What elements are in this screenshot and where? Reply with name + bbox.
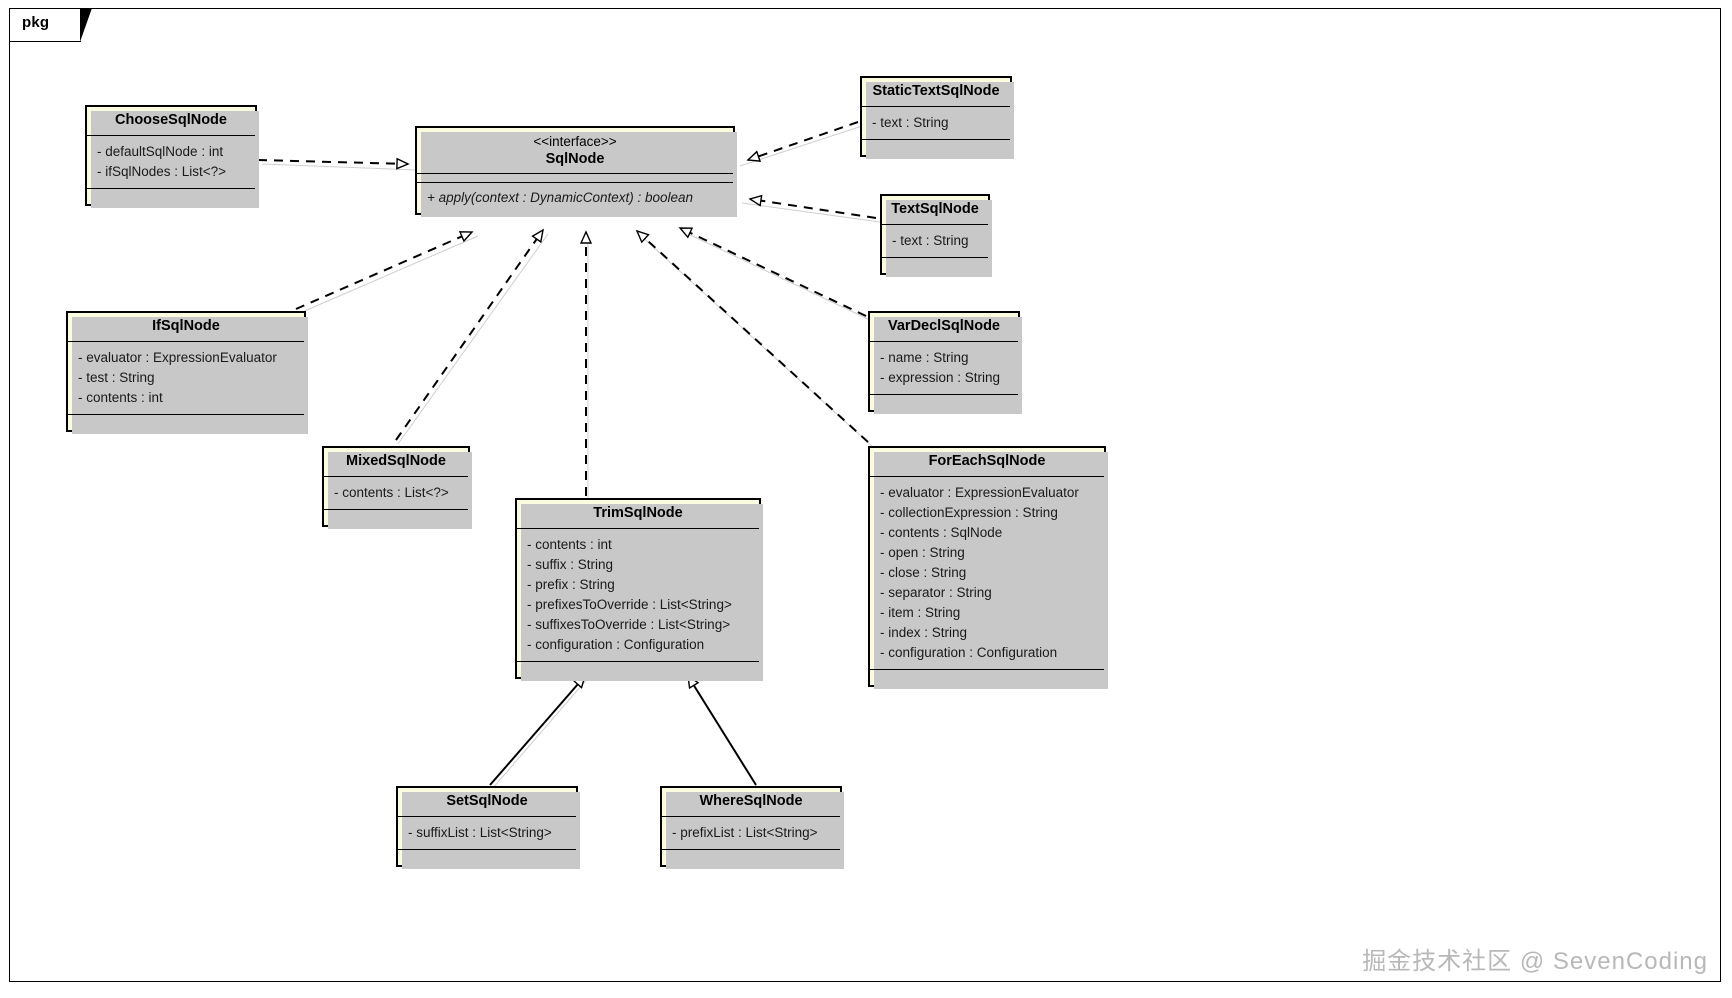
class-box-mixedsqlnode[interactable]: MixedSqlNode - contents : List<?> (322, 446, 472, 529)
class-name: MixedSqlNode (346, 453, 446, 469)
attributes-compartment: - evaluator : ExpressionEvaluator - coll… (870, 477, 1104, 669)
class-box-vardeclsqlnode[interactable]: VarDeclSqlNode - name : String - express… (868, 311, 1022, 414)
class-box-choosesqlnode[interactable]: ChooseSqlNode - defaultSqlNode : int - i… (85, 105, 259, 208)
class-box-trimsqlnode[interactable]: TrimSqlNode - contents : int - suffix : … (515, 498, 763, 681)
package-frame (9, 8, 1721, 982)
attribute-row: - evaluator : ExpressionEvaluator (78, 349, 277, 365)
attribute-row: - collectionExpression : String (880, 504, 1058, 520)
class-name: IfSqlNode (152, 318, 220, 334)
attribute-row: - separator : String (880, 584, 992, 600)
class-name: ForEachSqlNode (928, 453, 1046, 469)
class-box-wheresqlnode[interactable]: WhereSqlNode - prefixList : List<String> (660, 786, 844, 869)
attribute-row: - ifSqlNodes : List<?> (97, 163, 227, 179)
attributes-compartment: - suffixList : List<String> (398, 817, 576, 849)
attribute-row: - prefixList : List<String> (672, 824, 818, 840)
class-name: VarDeclSqlNode (887, 318, 1000, 334)
attributes-compartment: - defaultSqlNode : int - ifSqlNodes : Li… (87, 136, 255, 188)
class-name: ChooseSqlNode (115, 112, 227, 128)
attribute-row: - test : String (78, 369, 155, 385)
attribute-row: - index : String (880, 624, 968, 640)
attribute-row: - text : String (892, 232, 969, 248)
class-name-text: SqlNode (545, 150, 605, 167)
class-box-foreachsqlnode[interactable]: ForEachSqlNode - evaluator : ExpressionE… (868, 446, 1108, 689)
attributes-compartment: - prefixList : List<String> (662, 817, 840, 849)
operations-compartment: + apply(context : DynamicContext) : bool… (417, 183, 733, 213)
class-box-setsqlnode[interactable]: SetSqlNode - suffixList : List<String> (396, 786, 580, 869)
watermark: 掘金技术社区 @ SevenCoding (1362, 948, 1708, 975)
attribute-row: - contents : List<?> (334, 484, 449, 500)
class-name: TextSqlNode (891, 201, 979, 217)
package-label: pkg (22, 14, 50, 31)
attribute-row: - contents : int (78, 389, 163, 405)
attribute-row: - expression : String (880, 369, 1001, 385)
package-tab (9, 7, 92, 42)
class-name: <<interface>> SqlNode (417, 128, 733, 173)
attribute-row: - suffix : String (527, 556, 614, 572)
class-name: WhereSqlNode (699, 793, 803, 809)
attribute-row: - text : String (872, 114, 949, 130)
class-name: SetSqlNode (446, 793, 528, 809)
class-box-ifsqlnode[interactable]: IfSqlNode - evaluator : ExpressionEvalua… (66, 311, 308, 434)
attribute-row: - name : String (880, 349, 969, 365)
attribute-row: - open : String (880, 544, 965, 560)
attributes-compartment: - text : String (882, 225, 988, 257)
attribute-row: - suffixesToOverride : List<String> (527, 616, 731, 632)
class-name: TrimSqlNode (593, 505, 683, 521)
attribute-row: - contents : int (527, 536, 612, 552)
operation-row: + apply(context : DynamicContext) : bool… (427, 190, 694, 206)
class-box-statictextsqlnode[interactable]: StaticTextSqlNode - text : String (860, 76, 1014, 159)
attribute-row: - configuration : Configuration (527, 636, 705, 652)
attribute-row: - defaultSqlNode : int (97, 143, 224, 159)
class-name: StaticTextSqlNode (872, 83, 1000, 99)
attributes-compartment (417, 174, 733, 182)
attribute-row: - close : String (880, 564, 967, 580)
attributes-compartment: - name : String - expression : String (870, 342, 1018, 394)
attribute-row: - contents : SqlNode (880, 524, 1003, 540)
class-box-sqlnode[interactable]: <<interface>> SqlNode + apply(context : … (415, 126, 737, 218)
class-stereotype: <<interface>> (533, 134, 617, 149)
attributes-compartment: - contents : int - suffix : String - pre… (517, 529, 759, 661)
class-box-textsqlnode[interactable]: TextSqlNode - text : String (880, 194, 992, 277)
attribute-row: - evaluator : ExpressionEvaluator (880, 484, 1079, 500)
attribute-row: - item : String (880, 604, 961, 620)
attribute-row: - prefix : String (527, 576, 615, 592)
attribute-row: - configuration : Configuration (880, 644, 1058, 660)
attributes-compartment: - evaluator : ExpressionEvaluator - test… (68, 342, 304, 414)
attribute-row: - suffixList : List<String> (408, 824, 552, 840)
attributes-compartment: - text : String (862, 107, 1010, 139)
attribute-row: - prefixesToOverride : List<String> (527, 596, 732, 612)
attributes-compartment: - contents : List<?> (324, 477, 468, 509)
